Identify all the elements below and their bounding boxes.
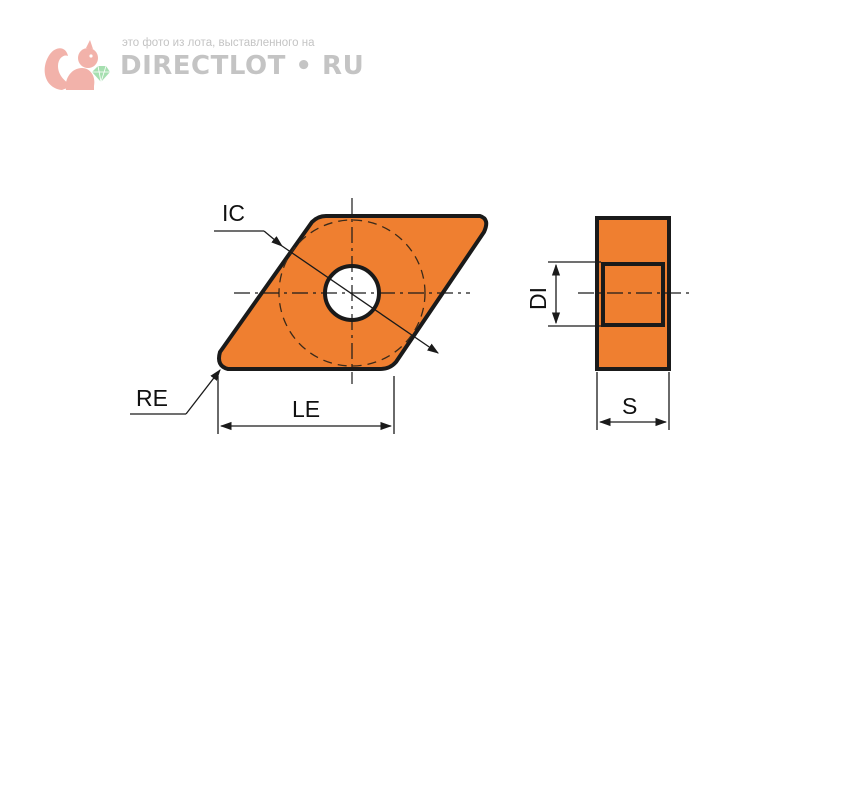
re-dimension: RE — [130, 369, 221, 415]
re-label: RE — [136, 385, 168, 411]
le-label: LE — [292, 396, 320, 422]
ic-label: IC — [222, 200, 245, 226]
le-dimension: LE — [217, 376, 395, 434]
insert-top-view — [217, 198, 489, 384]
ic-dimension: IC — [214, 200, 439, 354]
watermark-caption: это фото из лота, выставленного на — [122, 37, 315, 49]
insert-side-view — [578, 216, 690, 371]
di-label: DI — [525, 287, 551, 310]
s-label: S — [622, 393, 637, 419]
s-dimension: S — [596, 372, 670, 430]
watermark-brand: DIRECTLOT • RU — [120, 51, 365, 81]
side-hole-section — [601, 262, 665, 327]
gem-icon — [92, 66, 110, 82]
di-dimension: DI — [525, 261, 601, 327]
squirrel-logo-icon — [44, 40, 110, 90]
watermark: это фото из лота, выставленного на DIREC… — [42, 36, 364, 96]
